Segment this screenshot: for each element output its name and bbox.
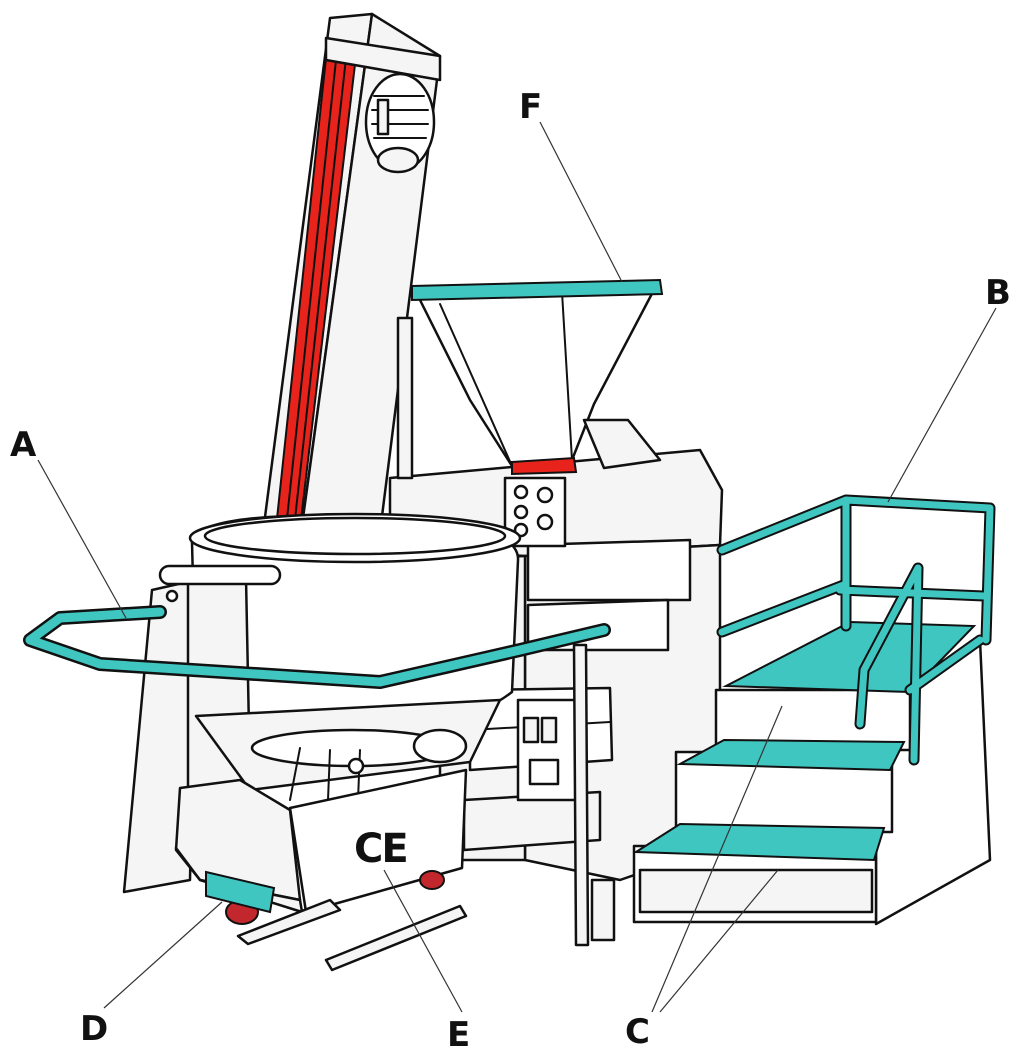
base-feet [236,898,468,972]
leader-lines [37,121,997,1013]
leader-f [539,121,623,283]
safety-guard-rail [23,605,611,689]
callout-label-e: E [447,1015,471,1055]
leader-d [103,901,223,1009]
hopper-outlet [511,456,578,476]
ce-mark: CE [354,826,409,872]
stair-tread-bottom [632,822,886,862]
leader-a [37,459,127,619]
hopper [411,278,664,476]
callout-label-a: A [10,425,37,465]
load-cell [205,870,276,914]
leader-c1 [651,705,783,1013]
callout-label-b: B [985,273,1011,313]
mixer-base [174,768,468,914]
leader-b [887,307,997,503]
callout-label-d: D [80,1009,109,1049]
wheel-right [419,870,445,890]
platform-handrail [716,494,996,766]
electrical-box [516,698,578,802]
leader-c2 [659,869,779,1013]
stair-tread-middle [676,738,906,772]
leader-e [383,869,463,1013]
callout-label-c: C [625,1012,650,1052]
elevator-motor [364,72,436,174]
hopper-rim [411,278,664,302]
mixer-frame [122,564,502,894]
support-pole [396,316,616,947]
callout-label-f: F [519,87,543,127]
